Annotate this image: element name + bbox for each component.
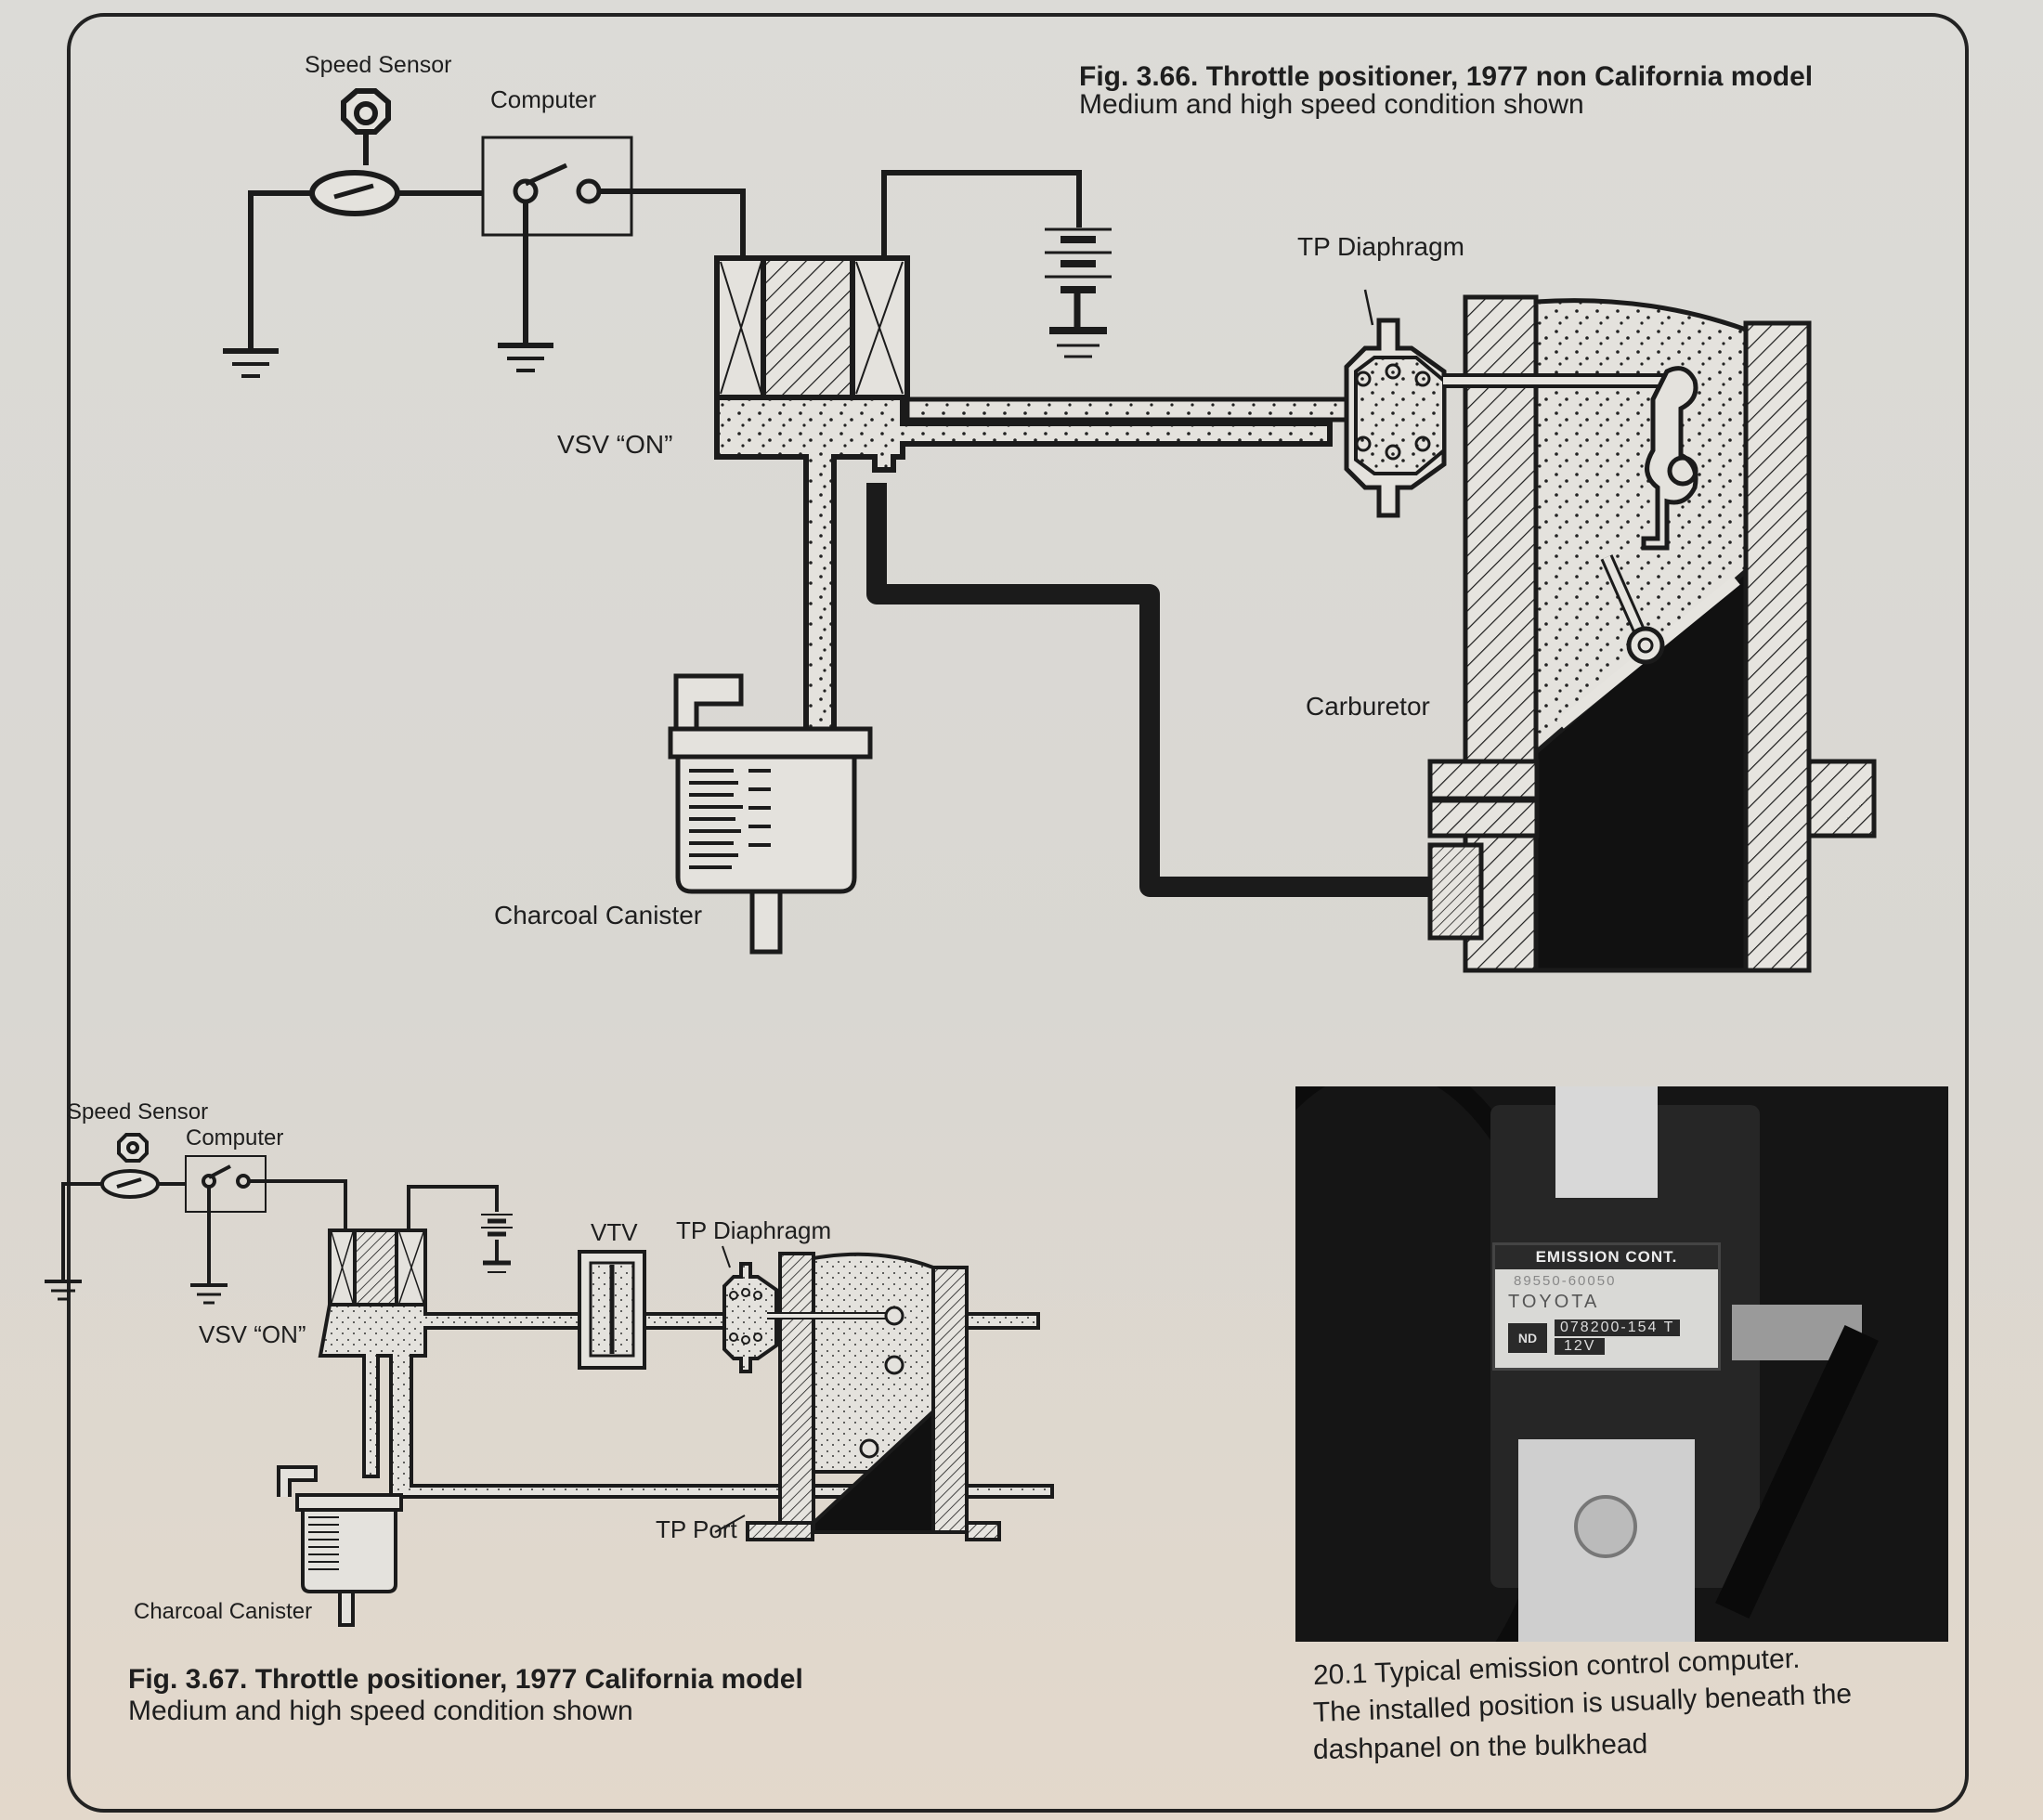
ground-symbol-icon xyxy=(223,348,279,378)
computer-box xyxy=(185,1155,267,1213)
fig366-tp-diaphragm-label: TP Diaphragm xyxy=(1297,232,1465,261)
fig367-speed-sensor-label: Speed Sensor xyxy=(67,1099,209,1124)
charcoal-canister xyxy=(277,1465,403,1627)
charcoal-canister xyxy=(668,673,873,955)
fig367-tp-diaphragm-label: TP Diaphragm xyxy=(676,1216,832,1244)
fig367-subtitle: Medium and high speed condition shown xyxy=(128,1696,633,1726)
fig366-title: Fig. 3.66. Throttle positioner, 1977 non… xyxy=(1079,61,1814,92)
vsv-valve xyxy=(714,255,1333,733)
emission-computer-photo: EMISSION CONT. 89550-60050 TOYOTA ND 078… xyxy=(1295,1086,1948,1642)
fig367-tp-port-label: TP Port xyxy=(656,1515,737,1543)
plate-code: 078200-154 T xyxy=(1555,1320,1681,1336)
plate-voltage: 12V xyxy=(1555,1338,1606,1355)
nd-logo-icon: ND xyxy=(1508,1323,1547,1353)
vacuum-hose xyxy=(866,483,1449,897)
fig367-vtv-label: VTV xyxy=(591,1218,638,1246)
fig366-speed-sensor-label: Speed Sensor xyxy=(305,52,452,78)
plate-part-number: 89550-60050 xyxy=(1514,1273,1617,1289)
plate-brand: TOYOTA xyxy=(1508,1292,1600,1312)
fig367-title: Fig. 3.67. Throttle positioner, 1977 Cal… xyxy=(128,1664,803,1695)
photo-connector xyxy=(1555,1086,1658,1198)
battery-icon xyxy=(881,170,1112,358)
bolt-icon xyxy=(1574,1495,1637,1558)
vtv-valve xyxy=(578,1250,646,1370)
fig367-canister-label: Charcoal Canister xyxy=(134,1599,313,1624)
fig366-computer-label: Computer xyxy=(490,85,597,113)
speed-sensor-icon xyxy=(309,88,400,216)
page-frame xyxy=(67,13,1969,1813)
fig367-computer-label: Computer xyxy=(186,1125,284,1150)
fig366-canister-label: Charcoal Canister xyxy=(494,901,703,930)
fig366-vsv-label: VSV “ON” xyxy=(557,430,673,459)
fig366-subtitle: Medium and high speed condition shown xyxy=(1079,89,1584,120)
photo-caption-line3: dashpanel on the bulkhead xyxy=(1312,1728,1648,1765)
fig-367-diagram xyxy=(45,1133,1054,1627)
speed-sensor-icon xyxy=(100,1133,160,1199)
tp-diaphragm xyxy=(1344,289,1447,518)
computer-box xyxy=(481,136,633,237)
carburetor xyxy=(746,1252,1001,1541)
fig-366-diagram xyxy=(223,88,1877,973)
photo-label-plate: EMISSION CONT. 89550-60050 TOYOTA ND 078… xyxy=(1492,1242,1721,1371)
carburetor xyxy=(1427,294,1877,973)
plate-header: EMISSION CONT. xyxy=(1495,1245,1718,1269)
tp-diaphragm xyxy=(722,1245,778,1373)
fig366-carburetor-label: Carburetor xyxy=(1306,692,1430,721)
ground-symbol-icon xyxy=(498,343,553,372)
fig367-vsv-label: VSV “ON” xyxy=(199,1320,306,1348)
